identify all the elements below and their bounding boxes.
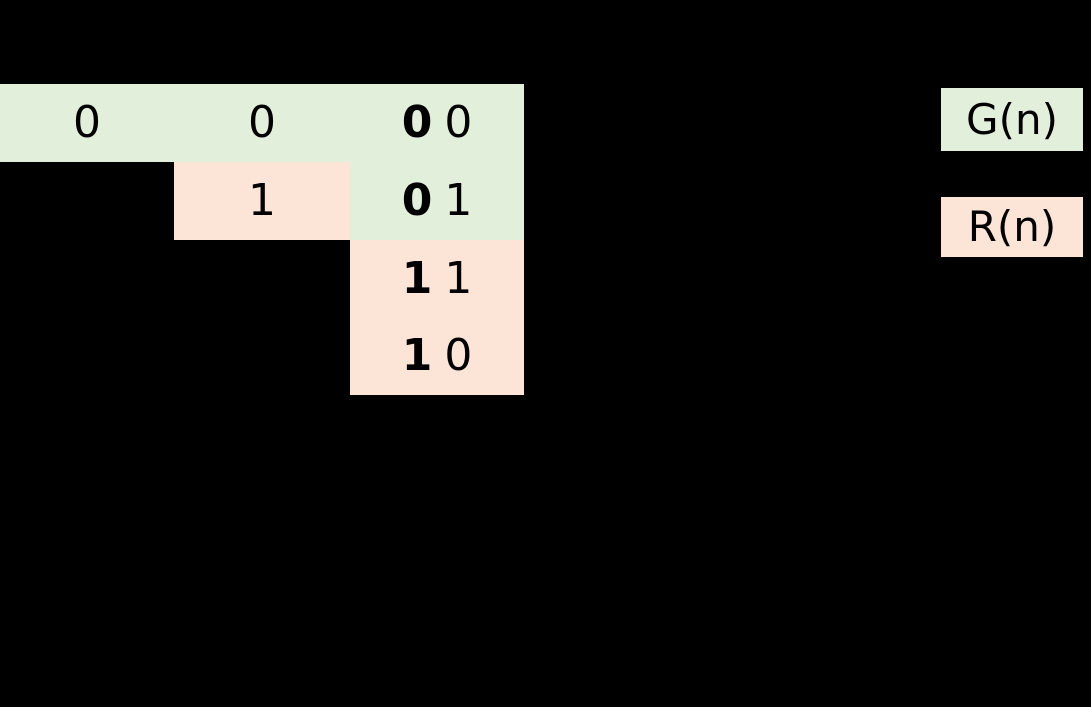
legend-rn-box: R(n) [941, 197, 1083, 257]
cell-r1c3: 0 0 [350, 84, 524, 162]
cell-r1c1-value: 0 [73, 97, 101, 148]
cell-r1c3-prefix-bit: 0 [401, 97, 433, 148]
legend-gn-label: G(n) [966, 94, 1058, 144]
cell-r2c2-value: 1 [248, 175, 276, 226]
cell-r4c3: 1 0 [350, 317, 524, 395]
cell-r1c2: 0 [174, 84, 350, 162]
cell-r1c1: 0 [0, 84, 174, 162]
cell-r3c3: 1 1 [350, 240, 524, 317]
cell-r2c3-suffix-bit: 1 [444, 175, 473, 226]
cell-r4c3-suffix-bit: 0 [444, 330, 473, 381]
cell-r1c3-suffix-bit: 0 [444, 97, 473, 148]
legend-rn-label: R(n) [967, 202, 1057, 251]
cell-r1c2-value: 0 [248, 97, 276, 148]
cell-r2c3-prefix-bit: 0 [401, 175, 433, 226]
cell-r2c2: 1 [174, 162, 350, 240]
cell-r3c3-suffix-bit: 1 [444, 252, 473, 304]
cell-r3c3-prefix-bit: 1 [401, 252, 433, 304]
legend-gn-box: G(n) [941, 88, 1083, 151]
cell-r4c3-prefix-bit: 1 [401, 330, 433, 381]
cell-r2c3: 0 1 [350, 162, 524, 240]
